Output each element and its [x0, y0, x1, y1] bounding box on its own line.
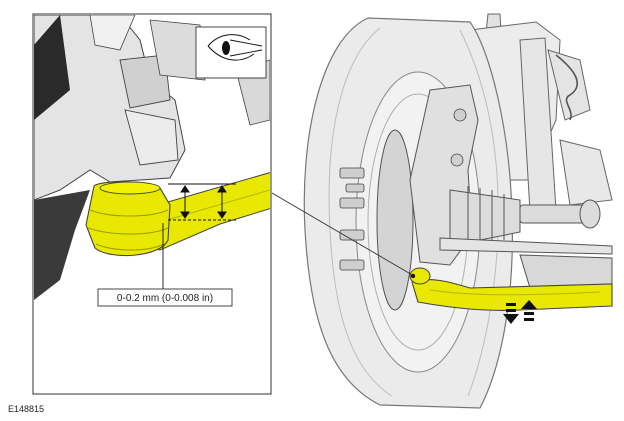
brake-hose [555, 54, 578, 121]
wheel-assembly [303, 13, 613, 409]
detail-inset: 0-0.2 mm (0-0.008 in) [32, 13, 272, 395]
driveshaft-boot [449, 186, 601, 250]
figure-id: E148815 [8, 404, 44, 414]
up-down-arrows-icon [503, 300, 537, 324]
callout-box [97, 288, 233, 307]
eye-icon [195, 26, 267, 79]
callout-label: 0-0.2 mm (0-0.008 in) [117, 293, 213, 304]
ball-joint-boot [85, 181, 171, 257]
tie-rod [439, 237, 613, 255]
wheel-studs [339, 167, 365, 271]
leader-line [271, 192, 415, 277]
brake-disc [376, 129, 414, 311]
measurement-marks [168, 183, 236, 221]
